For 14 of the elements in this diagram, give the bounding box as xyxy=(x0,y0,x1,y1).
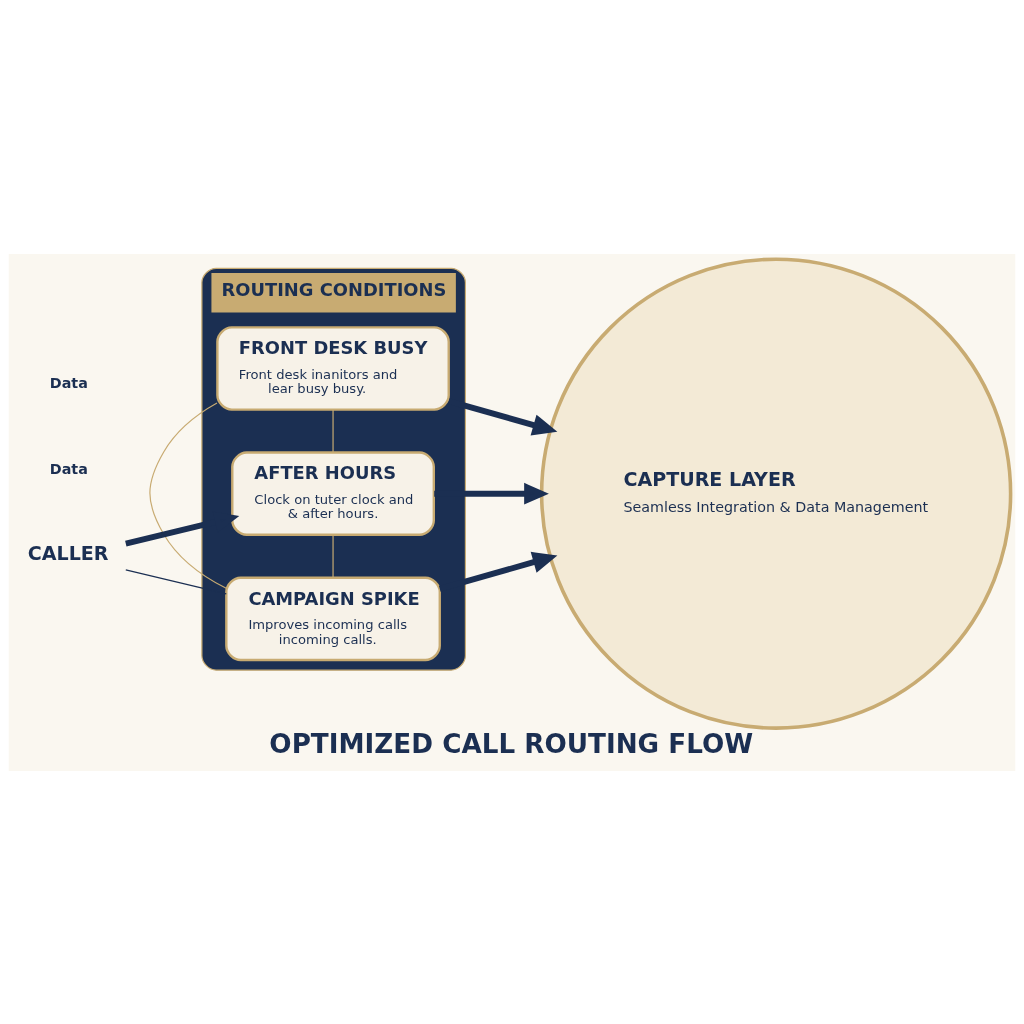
label: Data xyxy=(49,460,88,477)
node-text: CALLER xyxy=(27,541,109,564)
node-box: FRONT DESK BUSY Front desk inanitors and lear busy busy. xyxy=(216,325,450,411)
diagram-title: OPTIMIZED CALL ROUTING FLOW xyxy=(269,728,754,759)
connector xyxy=(149,401,227,589)
label: Data xyxy=(49,374,88,391)
connector xyxy=(332,408,334,453)
node-box: CAMPAIGN SPIKE Improves incoming calls incoming calls. xyxy=(225,576,441,661)
connector xyxy=(125,568,227,594)
arrow xyxy=(448,397,558,435)
connector xyxy=(332,533,334,578)
arrow xyxy=(434,482,549,504)
node-circle: CAPTURE LAYER Seamless Integration & Data Management xyxy=(539,256,1013,730)
node-box: AFTER HOURS Clock on tuter clock and & after hours. xyxy=(231,450,435,536)
